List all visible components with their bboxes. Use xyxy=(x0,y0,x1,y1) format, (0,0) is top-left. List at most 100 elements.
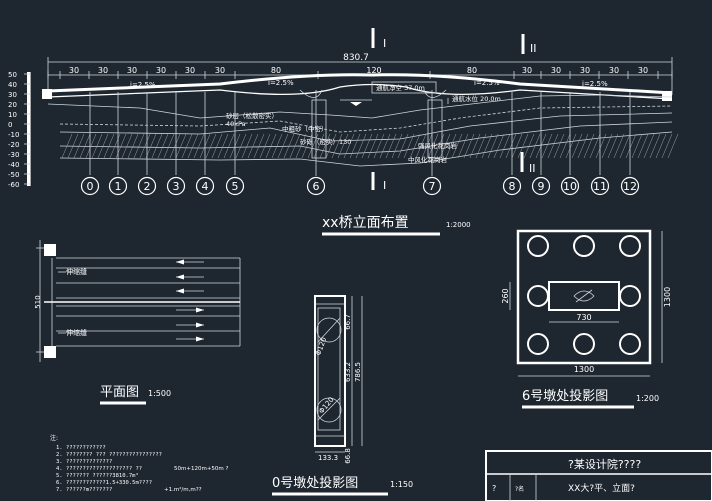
pier-number-label: 12 xyxy=(623,180,637,193)
pier0-dim-3: 786.5 xyxy=(354,362,362,382)
pile-circle xyxy=(527,235,549,257)
pier0-circle-dim-1: Φ120 xyxy=(314,336,328,356)
pier-number-label: 10 xyxy=(563,180,577,193)
pier0-bottom-dim: 133.3 xyxy=(318,454,338,462)
pier0-dim-4: 66.8 xyxy=(344,448,352,464)
note-extra-1: 50m+120m+50m ? xyxy=(174,466,229,472)
plan-joint-label-top: 伸缩缝 xyxy=(66,267,87,276)
scale-tick-label: 20 xyxy=(8,101,17,109)
pier-number-9: 9 xyxy=(531,176,551,196)
pier0-dim-2: 633.2 xyxy=(344,362,352,382)
scale-tick-label: 10 xyxy=(8,111,17,119)
plan-scale: 1:500 xyxy=(148,389,171,398)
span-left-5: 30 xyxy=(185,66,195,75)
pier-number-11: 11 xyxy=(590,176,610,196)
scale-tick-label: 40 xyxy=(8,81,17,89)
pier-number-label: 5 xyxy=(232,180,239,193)
span-right-5: 30 xyxy=(638,66,648,75)
soil-label-1: 砂层（松散密实） xyxy=(226,111,278,120)
pier-0-projection: Φ120 Φ120 66.7 633.2 786.5 66.8 133.3 0号… xyxy=(272,295,413,496)
scale-tick-label: -40 xyxy=(8,161,19,169)
pier0-scale: 1:150 xyxy=(390,480,413,489)
plan-width-dim: 510 xyxy=(34,295,42,308)
navigation-clearance-box xyxy=(371,81,437,94)
pier-number-1: 1 xyxy=(108,176,128,196)
note-line-4: 4. ???????????????????? ?? xyxy=(56,466,142,472)
pier6-title: 6号墩处投影图 xyxy=(522,388,608,404)
soil-label-5: 中风化花岗岩 xyxy=(408,155,448,164)
ground-line xyxy=(47,94,673,119)
notes-heading: 注: xyxy=(50,434,58,442)
pier-number-3: 3 xyxy=(166,176,186,196)
title-block-drawing-name: XX大?平、立面? xyxy=(568,482,635,494)
slope-label-3: i=2.5% xyxy=(474,79,500,87)
scale-tick-label: -50 xyxy=(8,171,19,179)
span-right-2: 30 xyxy=(551,66,561,75)
soil-hatching xyxy=(61,133,679,159)
note-line-1: 1. ???????????? xyxy=(56,445,106,451)
scale-tick-label: -30 xyxy=(8,151,19,159)
bridge-deck xyxy=(47,73,673,95)
title-block: ?某设计院???? ? ?名 XX大?平、立面? xyxy=(485,450,712,501)
pier-number-label: 7 xyxy=(429,180,436,193)
span-right-4: 30 xyxy=(609,66,619,75)
pile-circle xyxy=(619,285,641,307)
note-line-6: 6. ????????????1.5+330.5m???? xyxy=(56,480,152,486)
soil-label-2: 中粗砂（中密） xyxy=(282,124,328,133)
pier-number-label: 0 xyxy=(87,180,94,193)
scale-tick-label: 50 xyxy=(8,71,17,79)
pier-6-projection: 730 1300 1300 260 6号墩处投影图 1:200 xyxy=(501,229,672,409)
pier6-scale: 1:200 xyxy=(636,394,659,403)
plan-joint-label-bottom: 伸缩缝 xyxy=(66,328,87,337)
title-block-org: ?某设计院???? xyxy=(568,457,641,471)
plan-title: 平面图 xyxy=(100,385,139,400)
pier6-dim-side: 260 xyxy=(501,288,510,303)
scale-tick-label: -20 xyxy=(8,141,19,149)
elevation-title: xx桥立面布置 xyxy=(322,215,409,231)
pier-number-5: 5 xyxy=(225,176,245,196)
pier6-dim-inner: 730 xyxy=(576,313,591,322)
span-left-1: 30 xyxy=(69,66,79,75)
note-line-3: 3. ?????????????? xyxy=(56,459,112,465)
pier6-dim-height: 1300 xyxy=(663,287,672,307)
slope-label-2: i=2.5% xyxy=(268,79,294,87)
note-line-5: 5. ??????? ??????3810.7m² xyxy=(56,472,139,479)
water-level-label: 通航水位 20.0m xyxy=(452,94,501,103)
pier-number-10: 10 xyxy=(560,176,580,196)
pile-circle xyxy=(527,285,549,307)
slope-label-4: i=2.5% xyxy=(582,80,608,88)
section-mark-1-bottom: I xyxy=(383,179,386,192)
scale-tick-label: -60 xyxy=(8,181,19,189)
pier-number-label: 2 xyxy=(144,180,151,193)
span-left-6: 30 xyxy=(215,66,225,75)
pile-circle xyxy=(573,235,595,257)
pier-number-2: 2 xyxy=(137,176,157,196)
section-mark-2-bottom: II xyxy=(529,162,536,175)
pier-number-label: 3 xyxy=(173,180,180,193)
pier0-dim-1: 66.7 xyxy=(344,314,352,330)
note-line-2: 2. ???????? ??? ???????????????? xyxy=(56,452,162,458)
pier-number-6: 6 xyxy=(306,176,326,196)
scale-tick-label: -10 xyxy=(8,131,19,139)
soil-label-1b: 40kPa xyxy=(226,120,246,128)
pier6-dim-width: 1300 xyxy=(574,365,594,374)
pier-number-label: 4 xyxy=(202,180,209,193)
pile-circle xyxy=(619,333,641,355)
pier-number-label: 9 xyxy=(538,180,545,193)
span-right-3: 30 xyxy=(580,66,590,75)
span-left-3: 30 xyxy=(127,66,137,75)
span-main: 120 xyxy=(366,66,381,75)
pier-number-12: 12 xyxy=(620,176,640,196)
slope-label-1: i=2.5% xyxy=(130,81,156,89)
pier-number-label: 11 xyxy=(593,180,607,193)
pier-number-label: 6 xyxy=(313,180,320,193)
scale-tick-label: 0 xyxy=(8,121,12,129)
pile-circle xyxy=(619,235,641,257)
elevation-scale: 1:2000 xyxy=(446,221,471,229)
span-right-1: 30 xyxy=(522,66,532,75)
total-length-label: 830.7 xyxy=(343,53,369,63)
span-left-80: 80 xyxy=(271,66,281,75)
